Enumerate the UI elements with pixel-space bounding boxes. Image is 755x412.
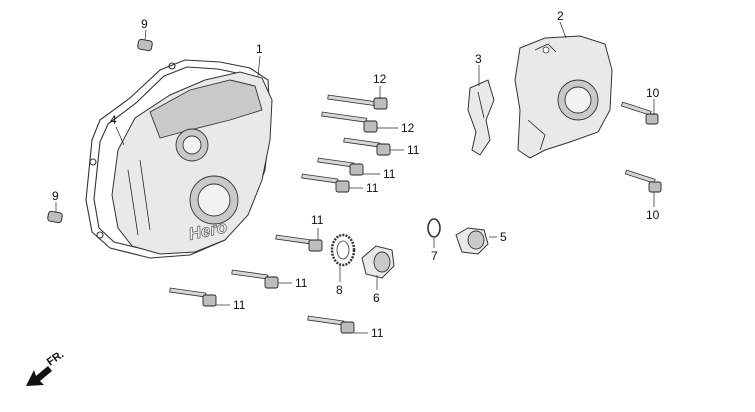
callout-11-f: 11 xyxy=(233,298,246,312)
callout-8: 8 xyxy=(336,283,343,297)
bolt-part-11-e xyxy=(231,269,279,289)
bolt-part-11-a xyxy=(343,137,391,156)
callout-9-upper: 9 xyxy=(141,17,148,31)
callout-5: 5 xyxy=(500,230,507,244)
front-arrow-icon xyxy=(26,366,52,386)
front-direction-marker: FR. xyxy=(26,348,66,386)
callout-9-lower: 9 xyxy=(52,189,59,203)
sprocket-cover-part-2 xyxy=(514,35,613,159)
callout-4: 4 xyxy=(110,113,117,127)
bolt-part-12-lower xyxy=(321,111,378,133)
callout-11-c: 11 xyxy=(366,181,379,195)
cap-part-5 xyxy=(455,227,489,255)
callout-12-lower: 12 xyxy=(401,121,415,135)
callout-10-upper: 10 xyxy=(646,86,660,100)
bolt-part-11-d xyxy=(275,234,323,252)
callout-11-d: 11 xyxy=(311,213,324,227)
plug-cap-part-6 xyxy=(361,245,395,279)
callout-11-g: 11 xyxy=(371,326,384,340)
bolt-part-11-c xyxy=(301,173,350,193)
callout-11-a: 11 xyxy=(407,143,420,157)
dowel-pin-lower-part-9 xyxy=(47,210,63,224)
callout-6: 6 xyxy=(373,291,380,305)
bolt-part-12-upper xyxy=(327,94,388,110)
callout-2: 2 xyxy=(557,9,564,23)
bolt-part-10-lower xyxy=(624,169,662,193)
callout-10-lower: 10 xyxy=(646,208,660,222)
o-ring-part-7 xyxy=(427,218,441,238)
dowel-pin-upper-part-9 xyxy=(137,38,153,52)
guide-plate-part-3 xyxy=(467,79,495,156)
ring-part-8 xyxy=(330,233,356,267)
callout-3: 3 xyxy=(475,52,482,66)
bolt-part-11-f xyxy=(169,287,217,307)
callout-7: 7 xyxy=(431,249,438,263)
front-label: FR. xyxy=(45,348,66,368)
callout-1: 1 xyxy=(256,42,263,56)
bolt-part-11-g xyxy=(307,315,355,334)
callout-12-upper: 12 xyxy=(373,72,387,86)
callout-11-b: 11 xyxy=(383,167,396,181)
crankcase-cover-part-1: Hero xyxy=(111,71,273,255)
callout-11-e: 11 xyxy=(295,276,308,290)
bolt-part-11-b xyxy=(317,157,364,176)
leader-lines xyxy=(55,21,655,334)
bolt-part-10-upper xyxy=(620,101,659,125)
